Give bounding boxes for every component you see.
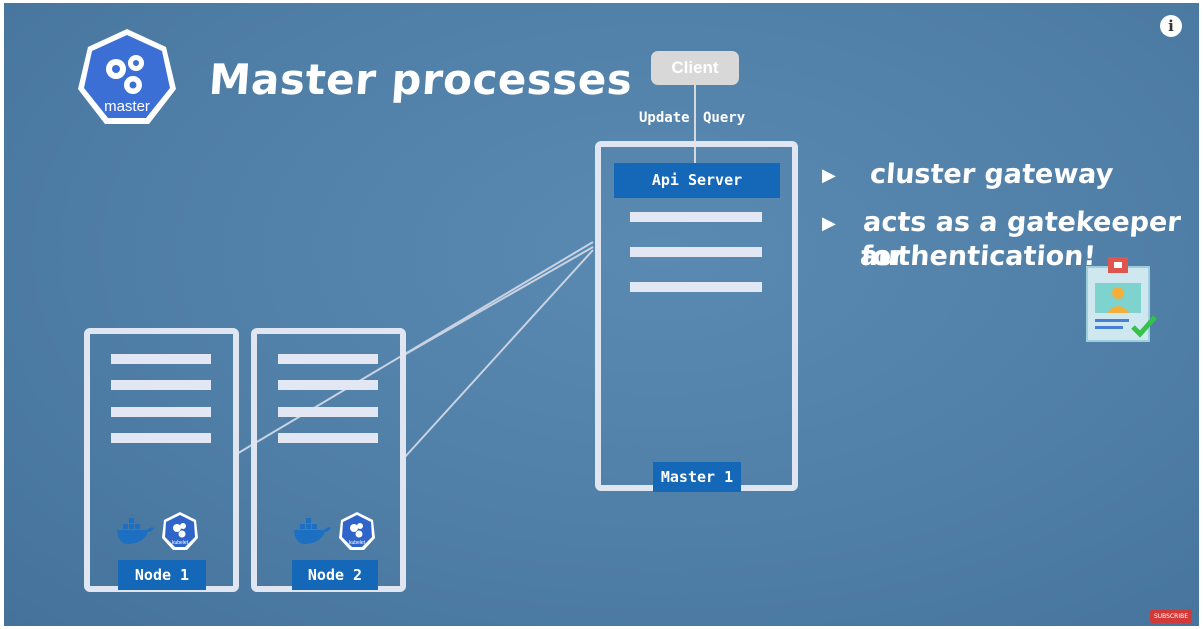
node-rack-line bbox=[111, 433, 211, 443]
bullet-arrow-icon: ▶ bbox=[822, 165, 836, 186]
id-badge-icon bbox=[1086, 257, 1157, 342]
gears-icon bbox=[106, 55, 144, 94]
update-label: Update bbox=[639, 110, 690, 126]
node-2-label: Node 2 bbox=[292, 560, 378, 590]
node-2-server bbox=[251, 328, 406, 592]
node-rack-line bbox=[111, 354, 211, 364]
master-rack-line bbox=[630, 247, 762, 257]
node-rack-line bbox=[278, 433, 378, 443]
node-rack-line bbox=[278, 380, 378, 390]
client-box: Client bbox=[651, 51, 739, 85]
kubelet-label: kubelet bbox=[349, 540, 366, 546]
docker-icon bbox=[117, 518, 154, 544]
bullet-text: cluster gateway bbox=[868, 159, 1115, 190]
node-1-server bbox=[84, 328, 239, 592]
page-title: Master processes bbox=[207, 55, 635, 104]
api-server-box: Api Server bbox=[614, 163, 780, 198]
node-rack-line bbox=[278, 354, 378, 364]
diagram-canvas: master Master processes i Client Update … bbox=[4, 3, 1199, 626]
bullet-arrow-icon: ▶ bbox=[822, 213, 836, 234]
node-rack-line bbox=[111, 380, 211, 390]
info-icon[interactable]: i bbox=[1160, 15, 1182, 37]
bullet-text: authentication! bbox=[858, 241, 1097, 272]
node-1-label: Node 1 bbox=[118, 560, 206, 590]
node2-to-master-line bbox=[403, 246, 594, 356]
kubelet-icon: kubelet bbox=[162, 512, 198, 550]
kubernetes-master-logo: master bbox=[78, 29, 176, 124]
master-rack-line bbox=[630, 282, 762, 292]
logo-label: master bbox=[104, 98, 150, 115]
client-connector bbox=[694, 85, 696, 163]
kubelet-icon: kubelet bbox=[339, 512, 375, 550]
node2-low-to-master-line bbox=[403, 249, 594, 459]
node-rack-line bbox=[111, 407, 211, 417]
query-label: Query bbox=[703, 110, 746, 126]
subscribe-watermark[interactable]: SUBSCRIBE bbox=[1150, 610, 1192, 623]
kubelet-label: kubelet bbox=[172, 540, 189, 546]
node-rack-line bbox=[278, 407, 378, 417]
docker-icon bbox=[294, 518, 331, 544]
master-rack-line bbox=[630, 212, 762, 222]
master-1-label: Master 1 bbox=[653, 462, 741, 492]
